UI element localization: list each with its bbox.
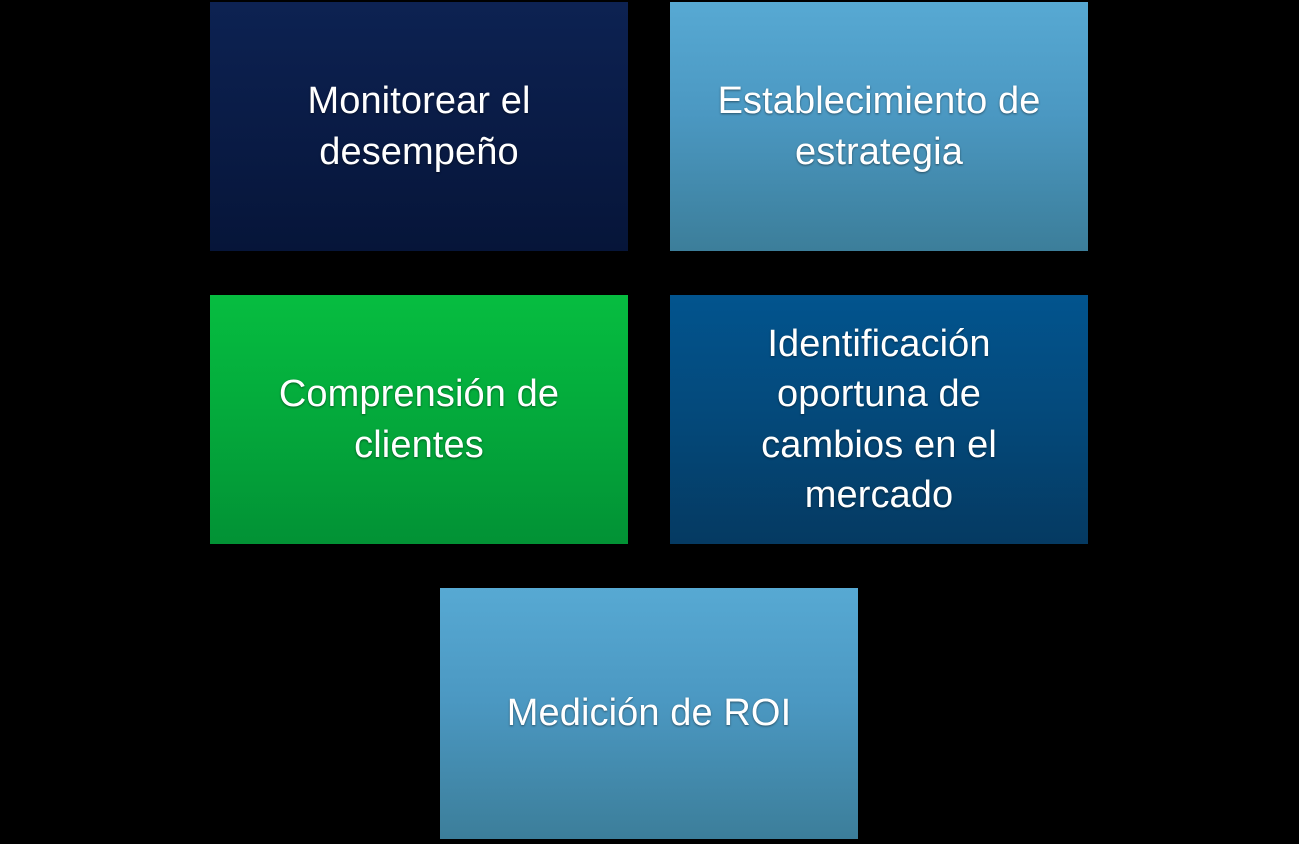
card-medicion-roi[interactable]: Medición de ROI — [440, 588, 858, 839]
card-label-monitorear-desempeno: Monitorear el desempeño — [307, 80, 531, 173]
card-comprension-clientes[interactable]: Comprensión de clientes — [210, 295, 628, 544]
card-identificacion-cambios[interactable]: Identificación oportuna de cambios en el… — [670, 295, 1088, 544]
card-label-identificacion-cambios: Identificación oportuna de cambios en el… — [761, 323, 997, 516]
card-label-comprension-clientes: Comprensión de clientes — [278, 373, 560, 466]
card-establecimiento-estrategia[interactable]: Establecimiento de estrategia — [670, 2, 1088, 251]
card-label-establecimiento-estrategia: Establecimiento de estrategia — [717, 80, 1041, 173]
card-monitorear-desempeno[interactable]: Monitorear el desempeño — [210, 2, 628, 251]
card-label-medicion-roi: Medición de ROI — [506, 692, 792, 735]
